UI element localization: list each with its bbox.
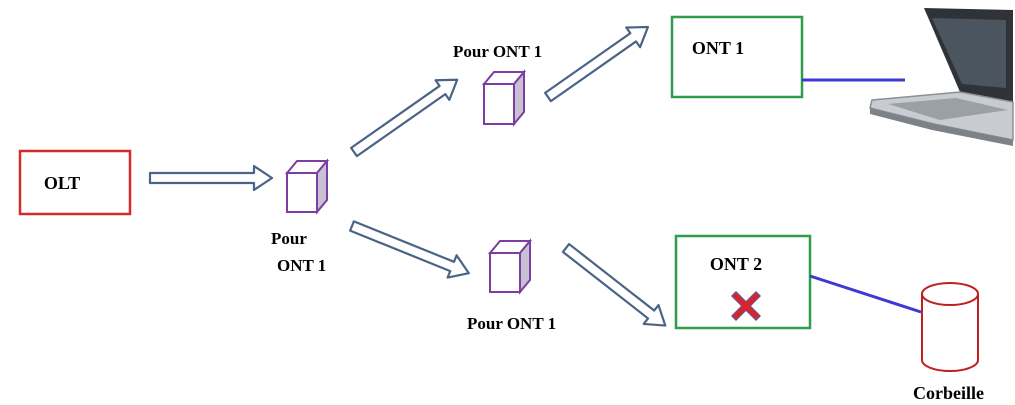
trash-label: Corbeille [913, 383, 984, 403]
ont2-label: ONT 2 [710, 254, 762, 274]
packet-label-center-line1: Pour [271, 229, 307, 248]
ont1-box [670, 15, 804, 99]
ont1-label: ONT 1 [692, 38, 744, 58]
olt-label: OLT [44, 173, 80, 193]
arrow-to-ont2 [561, 242, 667, 327]
arrow-to-lower-packet [349, 220, 470, 279]
packet-cube-lower [487, 238, 533, 295]
packet-label-upper: Pour ONT 1 [453, 42, 542, 61]
packet-cube-upper [481, 69, 527, 127]
packet-label-center-line2: ONT 1 [277, 256, 326, 275]
laptop-icon [869, 8, 1014, 146]
olt-box [18, 149, 132, 216]
link-ont2-trash [809, 274, 922, 314]
arrow-to-upper-packet [350, 78, 459, 158]
arrow-to-ont1 [544, 25, 650, 103]
trash-cylinder-icon [921, 282, 979, 372]
ont2-box [674, 234, 812, 330]
packet-label-lower: Pour ONT 1 [467, 314, 556, 333]
x-mark-icon [731, 291, 761, 321]
arrow-olt-to-packet [148, 164, 274, 192]
packet-cube-center [284, 158, 330, 215]
